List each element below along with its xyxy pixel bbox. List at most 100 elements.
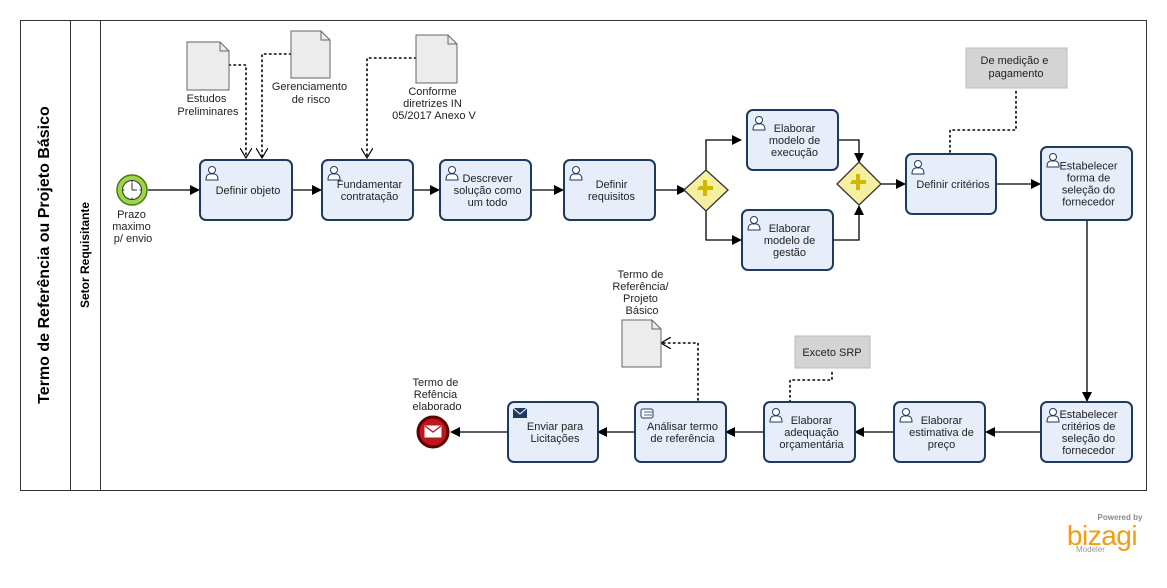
- task-label-line: Fundamentar: [337, 179, 403, 191]
- task-label-line: Elaborar: [921, 415, 963, 427]
- user-task-icon: [205, 166, 219, 181]
- start-label: Prazo: [117, 209, 146, 221]
- task-label: Definir objeto: [216, 185, 281, 197]
- task-label-line: seleção do: [1062, 433, 1115, 445]
- svg-text:Prazo maximo p/ en: Prazo maximo p/ envio: [112, 209, 154, 245]
- task-label-line: Descrever: [462, 173, 512, 185]
- plus-icon: [850, 174, 866, 190]
- end-label: Termo de: [413, 377, 459, 389]
- task-label-line: adequação: [784, 427, 838, 439]
- task-label-line: Análisar termo: [647, 421, 718, 433]
- associations: [228, 53, 1017, 403]
- task-label-line: critérios de: [1062, 421, 1116, 433]
- sequence-flows: [148, 135, 1092, 437]
- task-definir-objeto[interactable]: Definir objeto: [199, 159, 293, 221]
- task-label-line: fornecedor: [1062, 197, 1115, 209]
- parallel-gateway-join[interactable]: [836, 161, 882, 206]
- annotation-medicao[interactable]: De medição e pagamento: [965, 47, 1068, 89]
- conforme-line: diretrizes IN: [403, 98, 462, 110]
- task-label-line: forma de: [1067, 173, 1110, 185]
- task-label-line: Elaborar: [769, 223, 811, 235]
- user-task-icon: [747, 216, 761, 231]
- start-event[interactable]: Prazo maximo p/ envio: [112, 174, 154, 245]
- start-label: maximo: [112, 221, 151, 233]
- artifact-termo[interactable]: Termo de Referência/ Projeto Básico: [612, 269, 671, 368]
- task-label-line: Definir critérios: [916, 179, 990, 191]
- task-label-line: modelo de: [764, 235, 815, 247]
- estudos-line: Estudos: [187, 93, 227, 105]
- user-task-icon: [752, 116, 766, 131]
- task-label-line: Elaborar: [791, 415, 833, 427]
- task-label-line: modelo de: [769, 135, 820, 147]
- svg-text:Conforme diretrizes IN: Conforme diretrizes IN 05/2017 Anexo V: [392, 86, 476, 122]
- task-label-line: Definir: [596, 179, 628, 191]
- task-label-line: solução como: [454, 185, 522, 197]
- task-label-line: preço: [928, 439, 956, 451]
- user-task-icon: [911, 160, 925, 175]
- end-label: Refência: [414, 389, 458, 401]
- user-task-icon: [769, 408, 783, 423]
- conforme-line: 05/2017 Anexo V: [392, 110, 476, 122]
- user-task-icon: [445, 166, 459, 181]
- task-label-line: fornecedor: [1062, 445, 1115, 457]
- svg-text:Termo de Refência: Termo de Refência elaborado: [413, 377, 462, 413]
- task-label-line: gestão: [773, 247, 806, 259]
- estudos-line: Preliminares: [177, 106, 239, 118]
- plus-icon: [697, 180, 713, 196]
- envelope-icon: [424, 425, 442, 438]
- user-task-icon: [1046, 408, 1060, 423]
- task-label-line: requisitos: [588, 191, 636, 203]
- medicao-line: De medição e: [981, 55, 1049, 67]
- termo-line: Projeto: [623, 293, 658, 305]
- start-label: p/ envio: [114, 233, 153, 245]
- task-label-line: seleção do: [1062, 185, 1115, 197]
- task-label: Definir critérios: [916, 179, 990, 191]
- user-task-icon: [327, 166, 341, 181]
- timer-icon: [122, 180, 142, 200]
- user-task-icon: [569, 166, 583, 181]
- powered-by: Powered by: [1098, 513, 1143, 522]
- artifact-conforme[interactable]: Conforme diretrizes IN 05/2017 Anexo V: [392, 34, 477, 122]
- medicao-line: pagamento: [988, 68, 1043, 80]
- artifact-gerenciamento[interactable]: Gerenciamento de risco: [272, 30, 350, 106]
- manual-task-icon: [640, 408, 654, 419]
- annotation-srp[interactable]: Exceto SRP: [794, 335, 871, 369]
- svg-text:Gerenciamento de risco: Gerenciamento de risco: [272, 81, 350, 106]
- task-label-line: Definir objeto: [216, 185, 281, 197]
- gerenciamento-line: de risco: [292, 94, 331, 106]
- pool-title: Termo de Referência ou Projeto Básico: [36, 106, 53, 404]
- product-name: Modeler: [1076, 545, 1105, 554]
- task-label-line: Elaborar: [774, 123, 816, 135]
- task-label-line: estimativa de: [909, 427, 974, 439]
- task-label-line: contratação: [341, 191, 398, 203]
- artifact-estudos[interactable]: Estudos Preliminares: [177, 41, 239, 118]
- task-label-line: Estabelecer: [1059, 161, 1117, 173]
- task-definir-criterios[interactable]: Definir critérios: [905, 153, 997, 215]
- end-event[interactable]: Termo de Refência elaborado: [413, 377, 462, 449]
- parallel-gateway-split[interactable]: [683, 169, 729, 212]
- end-label: elaborado: [413, 401, 462, 413]
- user-task-icon: [899, 408, 913, 423]
- svg-text:Termo de Referência/: Termo de Referência/ Projeto Básico: [612, 269, 671, 317]
- gerenciamento-line: Gerenciamento: [272, 81, 347, 93]
